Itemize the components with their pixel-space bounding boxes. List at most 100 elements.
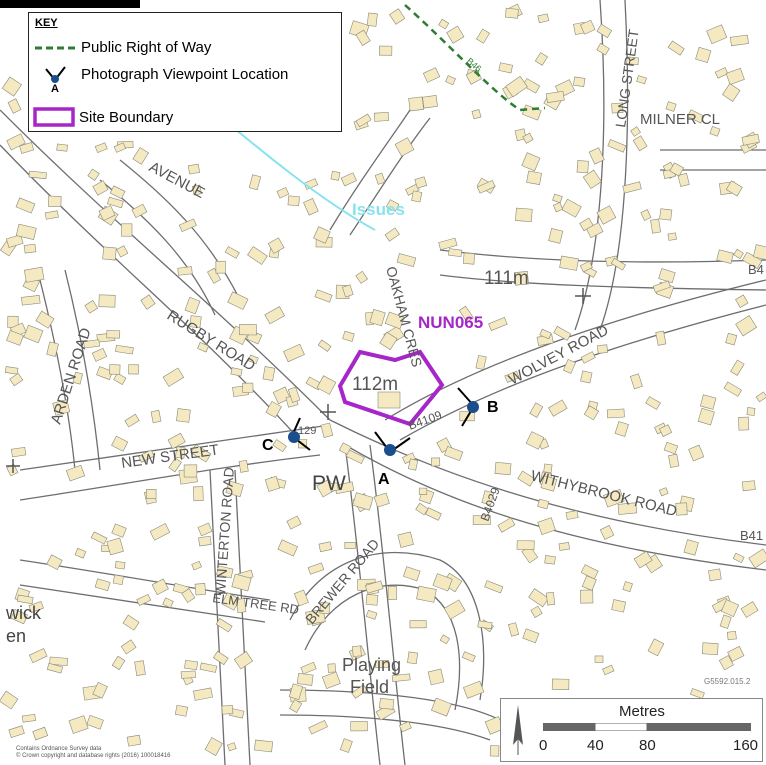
- building-footprint: [94, 578, 111, 592]
- building-footprint: [475, 354, 487, 370]
- building-footprint: [239, 323, 257, 336]
- building-footprint: [15, 223, 37, 240]
- building-footprint: [596, 42, 610, 56]
- building-footprint: [192, 486, 204, 502]
- building-footprint: [180, 670, 196, 679]
- building-footprint: [146, 488, 157, 500]
- building-footprint: [701, 642, 719, 656]
- building-footprint: [276, 187, 290, 199]
- building-footprint: [242, 382, 254, 393]
- scale-bar-panel: Metres 0 40 80 160: [500, 698, 763, 762]
- building-footprint: [522, 132, 534, 144]
- building-footprint: [177, 266, 193, 276]
- building-footprint: [522, 628, 540, 644]
- building-footprint: [375, 659, 389, 669]
- place-label-wick: wick: [5, 603, 42, 623]
- site-boundary-polygon: [337, 349, 445, 427]
- building-footprint: [562, 359, 577, 374]
- building-footprint: [184, 296, 201, 315]
- building-footprint: [128, 364, 139, 375]
- building-footprint: [114, 560, 126, 570]
- building-footprint: [667, 40, 685, 56]
- building-footprint: [697, 407, 715, 426]
- building-footprint: [303, 198, 319, 216]
- building-footprint: [675, 502, 688, 516]
- building-footprint: [522, 78, 541, 94]
- building-footprint: [216, 565, 234, 579]
- building-footprint: [364, 580, 384, 594]
- building-footprint: [350, 721, 368, 732]
- building-footprint: [517, 470, 536, 487]
- building-footprint: [0, 690, 19, 710]
- building-footprint: [48, 195, 62, 208]
- building-footprint: [107, 196, 124, 209]
- building-footprint: [537, 498, 550, 510]
- building-footprint: [716, 249, 734, 264]
- building-footprint: [15, 197, 36, 214]
- building-footprint: [215, 260, 226, 274]
- building-footprint: [725, 67, 745, 85]
- building-footprint: [384, 311, 405, 330]
- copyright-line-1: Contains Ordnance Survey data: [16, 746, 102, 752]
- building-footprint: [254, 739, 274, 753]
- scale-tick-40: 40: [587, 737, 604, 754]
- building-footprint: [175, 446, 186, 459]
- building-footprint: [329, 482, 339, 492]
- building-footprint: [445, 75, 456, 86]
- building-footprint: [115, 344, 134, 355]
- building-footprint: [168, 457, 182, 473]
- building-footprint: [84, 300, 99, 314]
- spot-height-112: 112m: [352, 374, 398, 395]
- map-key: KEY Public Right of Way A Photograph Vie…: [28, 12, 342, 132]
- building-footprint: [714, 67, 729, 79]
- building-footprint: [264, 475, 281, 492]
- key-label-site-boundary: Site Boundary: [79, 109, 174, 126]
- building-footprint: [580, 564, 599, 580]
- viewpoint-label-b: B: [487, 399, 499, 416]
- building-footprint: [365, 609, 378, 620]
- building-footprint: [414, 176, 428, 189]
- building-footprint: [314, 289, 333, 303]
- street-label-milner-cl: MILNER CL: [640, 111, 720, 128]
- building-footprint: [174, 704, 189, 717]
- key-label-photograph-viewpoint: Photograph Viewpoint Location: [81, 66, 289, 83]
- top-edge-fragment: [0, 0, 140, 8]
- building-footprint: [300, 661, 317, 675]
- building-footprint: [87, 168, 100, 181]
- copyright-notice: Contains Ordnance Survey data © Crown co…: [16, 746, 171, 760]
- building-footprint: [683, 539, 699, 556]
- building-footprint: [579, 217, 594, 232]
- building-footprint: [178, 218, 197, 233]
- building-footprint: [106, 330, 121, 339]
- scale-title: Metres: [619, 703, 665, 720]
- building-footprint: [583, 405, 600, 421]
- building-footprint: [227, 742, 237, 752]
- building-footprint: [194, 583, 207, 596]
- building-footprint: [461, 651, 476, 663]
- building-footprint: [321, 671, 341, 689]
- building-footprint: [629, 373, 643, 390]
- scale-tick-160: 160: [733, 737, 759, 754]
- building-footprint: [52, 399, 71, 416]
- building-footprint: [225, 480, 244, 498]
- building-footprint: [140, 294, 156, 310]
- building-footprint: [235, 598, 247, 614]
- building-footprint: [667, 232, 677, 241]
- building-footprint: [709, 126, 721, 137]
- building-footprint: [640, 209, 652, 221]
- place-label-playing: Playing: [342, 655, 401, 675]
- public-right-of-way-path: [404, 4, 546, 112]
- building-footprint: [525, 431, 545, 450]
- spot-height-111: 111m: [484, 268, 529, 289]
- building-footprint: [136, 593, 152, 606]
- building-footprint: [505, 7, 519, 19]
- copyright-line-2: © Crown copyright and database rights (2…: [16, 753, 171, 759]
- building-footprint: [528, 588, 550, 608]
- building-footprint: [603, 488, 625, 508]
- building-footprint: [316, 375, 337, 395]
- building-footprint: [338, 442, 352, 455]
- building-footprint: [695, 46, 712, 64]
- place-label-field: Field: [350, 677, 389, 697]
- building-footprint: [355, 113, 372, 128]
